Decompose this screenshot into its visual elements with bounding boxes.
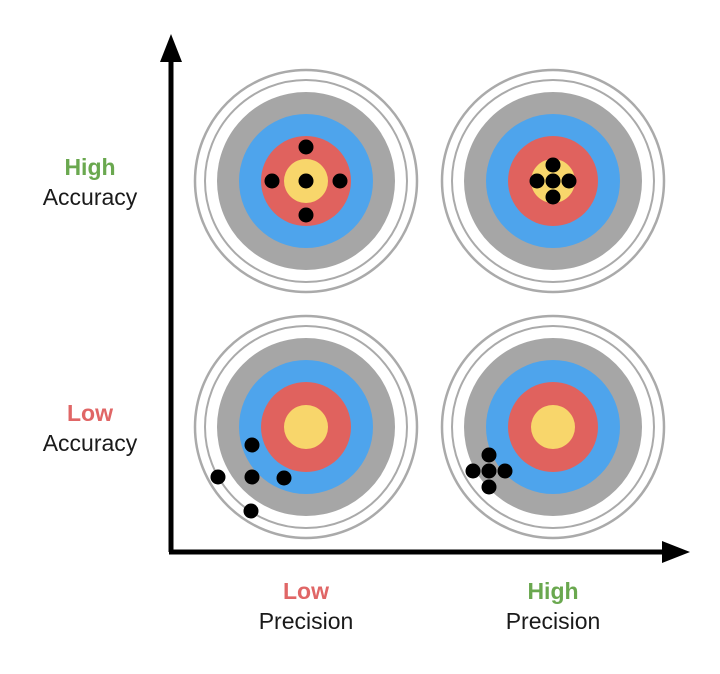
target-low-accuracy-low-precision-shot-3 — [210, 469, 226, 485]
target-low-accuracy-high-precision-shot-4 — [465, 463, 481, 479]
y-label-low-word: Low — [67, 400, 113, 426]
target-low-accuracy-high-precision-shot-5 — [497, 463, 513, 479]
x-label-high-precision: High Precision — [483, 576, 623, 636]
target-low-accuracy-low-precision-shot-4 — [276, 470, 292, 486]
target-low-accuracy-low-precision-shot-2 — [244, 469, 260, 485]
target-high-accuracy-high-precision-shot-3 — [545, 189, 561, 205]
target-low-accuracy-high-precision-inner-outline — [451, 325, 655, 529]
target-low-accuracy-high-precision-shot-1 — [481, 463, 497, 479]
target-high-accuracy-high-precision-shot-5 — [561, 173, 577, 189]
x-label-precision-word: Precision — [505, 608, 601, 634]
target-high-accuracy-low-precision-shot-2 — [298, 139, 314, 155]
y-label-high-word: High — [64, 154, 116, 180]
y-label-accuracy-word: Accuracy — [42, 184, 138, 210]
target-low-accuracy-high-precision-bullseye — [531, 405, 575, 449]
target-high-accuracy-high-precision-shot-4 — [529, 173, 545, 189]
target-high-accuracy-low-precision-shot-1 — [298, 173, 314, 189]
y-axis-arrowhead — [160, 34, 182, 62]
x-label-low-precision: Low Precision — [236, 576, 376, 636]
target-high-accuracy-high-precision-inner-outline — [451, 79, 655, 283]
target-low-accuracy-low-precision-bullseye — [284, 405, 328, 449]
target-high-accuracy-low-precision-shot-3 — [298, 207, 314, 223]
y-label-low-accuracy: Low Accuracy — [20, 398, 160, 458]
y-label-accuracy-word: Accuracy — [42, 430, 138, 456]
target-low-accuracy-high-precision-shot-2 — [481, 447, 497, 463]
target-low-accuracy-low-precision-inner-outline — [204, 325, 408, 529]
target-low-accuracy-high-precision-shot-3 — [481, 479, 497, 495]
target-low-accuracy-low-precision-shot-1 — [244, 437, 260, 453]
x-label-low-word: Low — [283, 578, 329, 604]
target-low-accuracy-low-precision-shot-5 — [243, 503, 259, 519]
target-high-accuracy-low-precision-shot-4 — [264, 173, 280, 189]
x-label-high-word: High — [527, 578, 579, 604]
target-high-accuracy-high-precision-shot-2 — [545, 157, 561, 173]
target-high-accuracy-low-precision-inner-outline — [204, 79, 408, 283]
y-label-high-accuracy: High Accuracy — [20, 152, 160, 212]
x-label-precision-word: Precision — [258, 608, 354, 634]
target-high-accuracy-low-precision-shot-5 — [332, 173, 348, 189]
x-axis-arrowhead — [662, 541, 690, 563]
target-high-accuracy-high-precision-shot-1 — [545, 173, 561, 189]
